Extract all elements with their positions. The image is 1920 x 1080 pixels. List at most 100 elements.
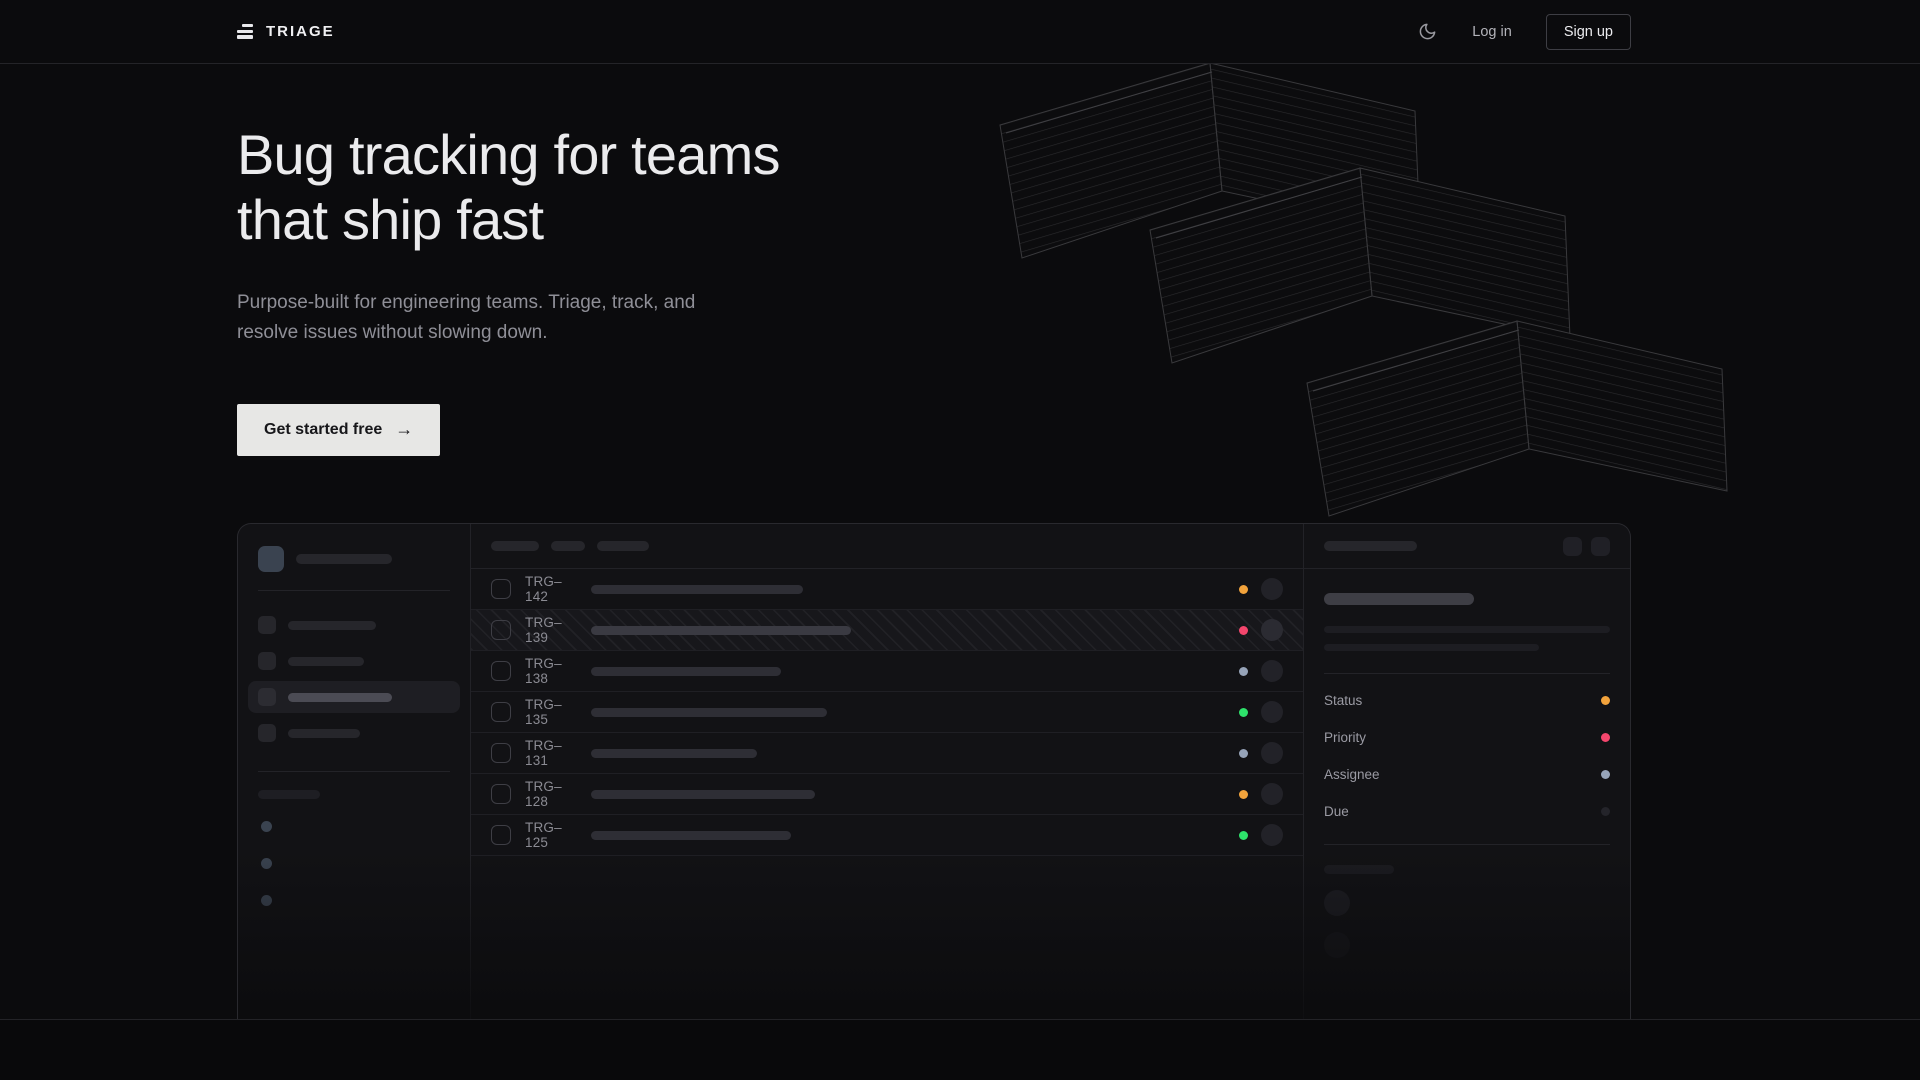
workspace-avatar xyxy=(258,546,284,572)
issue-list-toolbar xyxy=(471,524,1303,569)
signup-button[interactable]: Sign up xyxy=(1545,13,1631,50)
preview-sidebar-nav xyxy=(248,609,460,749)
issue-title-placeholder xyxy=(1324,593,1474,605)
get-started-button[interactable]: Get started free → xyxy=(237,404,441,456)
assignee-avatar xyxy=(1261,619,1283,641)
issue-title-placeholder xyxy=(591,789,815,799)
sidebar-section-placeholder xyxy=(258,790,320,799)
sidebar-nav-label-placeholder xyxy=(288,656,364,666)
project-dot xyxy=(261,821,272,832)
issue-field-row: Status xyxy=(1324,682,1610,719)
issue-row: TRG–131 xyxy=(471,733,1303,774)
activity-section-placeholder xyxy=(1324,865,1394,874)
issue-row: TRG–125 xyxy=(471,815,1303,856)
issue-title-placeholder xyxy=(591,748,757,758)
issue-row: TRG–128 xyxy=(471,774,1303,815)
issue-row: TRG–135 xyxy=(471,692,1303,733)
sidebar-nav-item xyxy=(248,609,460,641)
field-label: Due xyxy=(1324,804,1349,819)
sidebar-nav-label-placeholder xyxy=(288,728,360,738)
theme-toggle-button[interactable] xyxy=(1418,22,1438,42)
sidebar-nav-icon xyxy=(258,724,276,742)
issue-priority-dot xyxy=(1239,789,1248,799)
divider xyxy=(258,590,450,591)
login-link[interactable]: Log in xyxy=(1472,23,1512,40)
divider xyxy=(258,771,450,772)
field-value-dot xyxy=(1601,696,1610,705)
divider xyxy=(1324,844,1610,845)
comment-avatar-placeholder xyxy=(1324,890,1350,916)
detail-panel-header xyxy=(1304,524,1630,569)
project-dot xyxy=(261,895,272,906)
assignee-avatar xyxy=(1261,783,1283,805)
issue-title-placeholder xyxy=(591,584,803,594)
issue-status-icon xyxy=(491,784,511,804)
hero-heading: Bug tracking for teams that ship fast xyxy=(237,122,780,252)
issue-status-icon xyxy=(491,743,511,763)
field-label: Priority xyxy=(1324,730,1367,745)
preview-sidebar xyxy=(238,524,471,1019)
field-value-dot xyxy=(1601,770,1610,779)
issue-id: TRG–138 xyxy=(525,656,562,686)
sidebar-nav-item xyxy=(248,645,460,677)
panel-actions xyxy=(1563,536,1610,556)
get-started-label: Get started free xyxy=(264,421,383,438)
issue-priority-dot xyxy=(1239,830,1248,840)
assignee-avatar xyxy=(1261,742,1283,764)
issue-id: TRG–128 xyxy=(525,779,562,809)
sidebar-nav-icon xyxy=(258,688,276,706)
list-filter-placeholder xyxy=(551,541,585,551)
issue-row: TRG–139 xyxy=(471,610,1303,651)
issue-title-placeholder xyxy=(591,625,851,635)
comment-avatar-placeholder xyxy=(1324,932,1350,958)
issue-status-icon xyxy=(491,825,511,845)
issue-status-icon xyxy=(491,661,511,681)
issue-id: TRG–125 xyxy=(525,820,562,850)
issue-row: TRG–138 xyxy=(471,651,1303,692)
issue-id: TRG–135 xyxy=(525,697,562,727)
assignee-avatar xyxy=(1261,701,1283,723)
brand-name: TRIAGE xyxy=(266,23,335,40)
issue-field-row: Due xyxy=(1324,793,1610,830)
issue-id: TRG–131 xyxy=(525,738,562,768)
sidebar-nav-icon xyxy=(258,616,276,634)
issue-field-row: Assignee xyxy=(1324,756,1610,793)
hero-subheading: Purpose-built for engineering teams. Tri… xyxy=(237,292,696,343)
sidebar-nav-icon xyxy=(258,652,276,670)
panel-action-icon xyxy=(1563,536,1582,556)
issue-id: TRG–139 xyxy=(525,615,562,645)
list-filter-placeholder xyxy=(491,541,539,551)
arrow-right-icon: → xyxy=(395,419,414,439)
brand: TRIAGE xyxy=(237,23,335,40)
issue-id: TRG–142 xyxy=(525,574,562,604)
sidebar-nav-item xyxy=(248,717,460,749)
issue-title-placeholder xyxy=(591,830,791,840)
workspace-name-placeholder xyxy=(296,554,392,564)
field-value-dot xyxy=(1601,807,1610,816)
project-dot xyxy=(261,858,272,869)
issue-priority-dot xyxy=(1239,666,1248,676)
assignee-avatar xyxy=(1261,660,1283,682)
issue-field-row: Priority xyxy=(1324,719,1610,756)
panel-title-placeholder xyxy=(1324,541,1417,551)
sidebar-nav-label-placeholder xyxy=(288,620,376,630)
issue-priority-dot xyxy=(1239,625,1248,635)
issue-priority-dot xyxy=(1239,707,1248,717)
sidebar-project-dots xyxy=(258,821,450,906)
assignee-avatar xyxy=(1261,578,1283,600)
issue-status-icon xyxy=(491,702,511,722)
issue-row: TRG–142 xyxy=(471,569,1303,610)
preview-workspace xyxy=(258,546,450,572)
issue-description-placeholder xyxy=(1324,644,1539,651)
issue-priority-dot xyxy=(1239,584,1248,594)
moon-icon xyxy=(1419,23,1436,40)
field-label: Status xyxy=(1324,693,1363,708)
issue-title-placeholder xyxy=(591,707,827,717)
field-value-dot xyxy=(1601,733,1610,742)
field-label: Assignee xyxy=(1324,767,1380,782)
